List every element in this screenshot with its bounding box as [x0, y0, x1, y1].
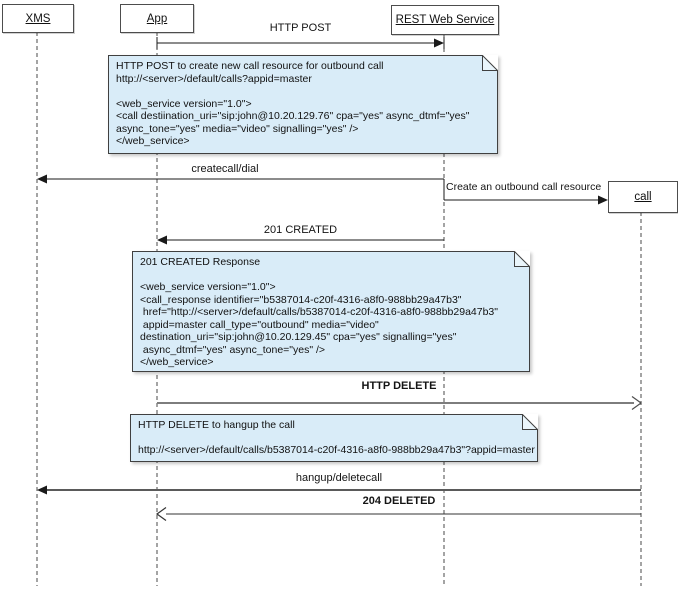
note-line: async_dtmf="yes" async_tone="yes" /> [140, 343, 326, 356]
arrow-hangup-head [37, 485, 47, 495]
message-201-created: 201 CREATED [263, 224, 338, 236]
actor-rest-label: REST Web Service [395, 14, 495, 26]
note-line [116, 85, 490, 98]
actor-app: App [120, 4, 194, 33]
note-line: appid=master call_type="outbound" media=… [140, 318, 379, 331]
note-line: <call destiination_uri="sip:john@10.20.1… [116, 110, 470, 122]
arrow-http-delete-head [631, 396, 643, 410]
note-fold-icon [482, 55, 498, 71]
note-line: HTTP DELETE to hangup the call [138, 419, 295, 431]
message-http-post: HTTP POST [269, 22, 332, 34]
note-fold-icon [522, 414, 538, 430]
message-http-delete: HTTP DELETE [361, 380, 437, 392]
arrow-201-created-head [157, 235, 167, 245]
note-line: </web_service> [116, 135, 190, 147]
note-201-created-response: 201 CREATED Response <web_service versio… [132, 251, 530, 372]
note-line: http://<server>/default/calls?appid=mast… [116, 72, 312, 85]
note-fold-flap [522, 414, 538, 430]
note-line: HTTP POST to create new call resource fo… [116, 60, 384, 72]
note-line: </web_service> [140, 356, 214, 368]
arrow-create-outbound-head [598, 195, 608, 205]
message-hangup-deletecall: hangup/deletecall [295, 472, 383, 484]
arrow-http-post-head [434, 38, 444, 48]
actor-app-label: App [146, 12, 168, 25]
actor-xms-label: XMS [25, 12, 51, 25]
arrow-createcall-head [37, 174, 47, 184]
note-line: <web_service version="1.0"> [116, 97, 252, 110]
message-createcall-dial: createcall/dial [191, 163, 259, 175]
note-fold-flap [482, 55, 498, 71]
arrow-204-deleted-head [155, 507, 167, 521]
message-204-deleted: 204 DELETED [362, 495, 436, 507]
actor-xms: XMS [2, 4, 74, 33]
note-http-post: HTTP POST to create new call resource fo… [108, 55, 498, 154]
message-create-outbound-call-resource: Create an outbound call resource [446, 181, 602, 193]
note-line: destination_uri="sip:john@10.20.129.45" … [140, 331, 457, 343]
note-line: async_tone="yes" media="video" signallin… [116, 122, 359, 135]
note-fold-flap [514, 251, 530, 267]
note-line: href="http://<server>/default/calls/b538… [140, 306, 498, 318]
note-line [138, 432, 530, 445]
actor-rest-web-service: REST Web Service [391, 5, 499, 35]
note-line [140, 269, 522, 282]
note-line: 201 CREATED Response [140, 256, 261, 268]
note-line: http://<server>/default/calls/b5387014-c… [138, 444, 535, 456]
actor-call: call [608, 181, 678, 213]
actor-call-label: call [634, 191, 652, 203]
note-line: <web_service version="1.0"> [140, 281, 276, 293]
note-fold-icon [514, 251, 530, 267]
note-http-delete: HTTP DELETE to hangup the call http://<s… [130, 414, 538, 462]
note-line: <call_response identifier="b5387014-c20f… [140, 293, 462, 306]
